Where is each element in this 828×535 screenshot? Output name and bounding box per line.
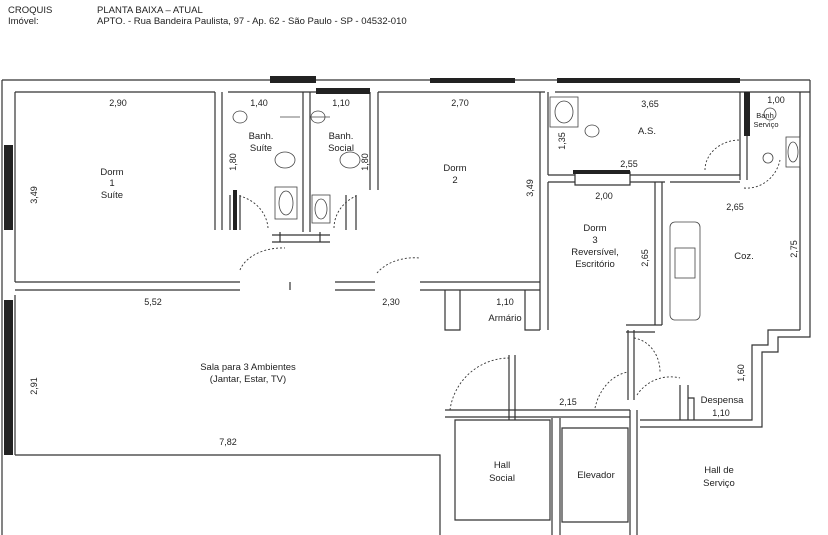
dim-349-a: 3,49 bbox=[29, 186, 39, 204]
despensa-label: Despensa bbox=[701, 395, 744, 406]
plan-title: PLANTA BAIXA – ATUAL bbox=[97, 5, 203, 16]
dorm1-label-1: Dorm bbox=[100, 167, 123, 178]
dim-110-b: 1,10 bbox=[496, 297, 514, 307]
dim-275: 2,75 bbox=[789, 240, 799, 258]
dorm3-label-1: Dorm bbox=[583, 223, 606, 234]
property-address: APTO. - Rua Bandeira Paulista, 97 - Ap. … bbox=[97, 16, 407, 27]
interior-walls bbox=[15, 92, 748, 535]
dorm3-label-2: 3 bbox=[592, 235, 597, 246]
dim-160: 1,60 bbox=[736, 364, 746, 382]
banh-servico-label-1: Banh bbox=[756, 111, 774, 120]
hall-social-label-1: Hall bbox=[494, 460, 510, 471]
dim-782: 7,82 bbox=[219, 437, 237, 447]
dim-265-a: 2,65 bbox=[640, 249, 650, 267]
dim-180-b: 1,80 bbox=[360, 153, 370, 171]
dim-255: 2,55 bbox=[620, 159, 638, 169]
door-swings bbox=[239, 139, 781, 411]
room-labels: Dorm 1 Suíte Banh. Suíte Banh. Social Do… bbox=[100, 111, 778, 489]
as-label: A.S. bbox=[638, 126, 656, 137]
dorm2-label-2: 2 bbox=[452, 175, 457, 186]
dorm2-label-1: Dorm bbox=[443, 163, 466, 174]
banh-suite-label-2: Suíte bbox=[250, 143, 272, 154]
dim-110-a: 1,10 bbox=[332, 98, 350, 108]
dorm1-label-3: Suíte bbox=[101, 190, 123, 201]
elevador-label: Elevador bbox=[577, 470, 615, 481]
coz-label: Coz. bbox=[734, 251, 754, 262]
dim-110-c: 1,10 bbox=[712, 408, 730, 418]
dim-100: 1,00 bbox=[767, 95, 785, 105]
armario-label: Armário bbox=[488, 313, 521, 324]
banh-social-label-1: Banh. bbox=[329, 131, 354, 142]
dim-180-a: 1,80 bbox=[228, 153, 238, 171]
sala-label-1: Sala para 3 Ambientes bbox=[200, 362, 296, 373]
dorm3-label-4: Escritório bbox=[575, 259, 615, 270]
banh-servico-label-2: Serviço bbox=[753, 120, 778, 129]
dim-552: 5,52 bbox=[144, 297, 162, 307]
dim-135: 1,35 bbox=[557, 132, 567, 150]
dim-291: 2,91 bbox=[29, 377, 39, 395]
hall-servico-label-2: Serviço bbox=[703, 478, 735, 489]
fixtures bbox=[232, 96, 801, 321]
sala-label-2: (Jantar, Estar, TV) bbox=[210, 374, 286, 385]
dim-200: 2,00 bbox=[595, 191, 613, 201]
dorm1-label-2: 1 bbox=[109, 178, 114, 189]
dim-365: 3,65 bbox=[641, 99, 659, 109]
dimension-labels: 2,90 1,40 1,10 2,70 3,65 1,00 2,55 2,00 … bbox=[29, 95, 799, 447]
dim-349-b: 3,49 bbox=[525, 179, 535, 197]
dim-215: 2,15 bbox=[559, 397, 577, 407]
windows bbox=[4, 76, 750, 455]
imovel-label: Imóvel: bbox=[8, 16, 39, 27]
dim-270: 2,70 bbox=[451, 98, 469, 108]
dim-265-b: 2,65 bbox=[726, 202, 744, 212]
hall-social-label-2: Social bbox=[489, 473, 515, 484]
outer-walls bbox=[1, 79, 811, 535]
croquis-label: CROQUIS bbox=[8, 5, 53, 16]
dim-140: 1,40 bbox=[250, 98, 268, 108]
dim-290: 2,90 bbox=[109, 98, 127, 108]
hall-servico-label-1: Hall de bbox=[704, 465, 734, 476]
banh-suite-label-1: Banh. bbox=[249, 131, 274, 142]
banh-social-label-2: Social bbox=[328, 143, 354, 154]
dim-230: 2,30 bbox=[382, 297, 400, 307]
dorm3-label-3: Reversível, bbox=[571, 247, 619, 258]
